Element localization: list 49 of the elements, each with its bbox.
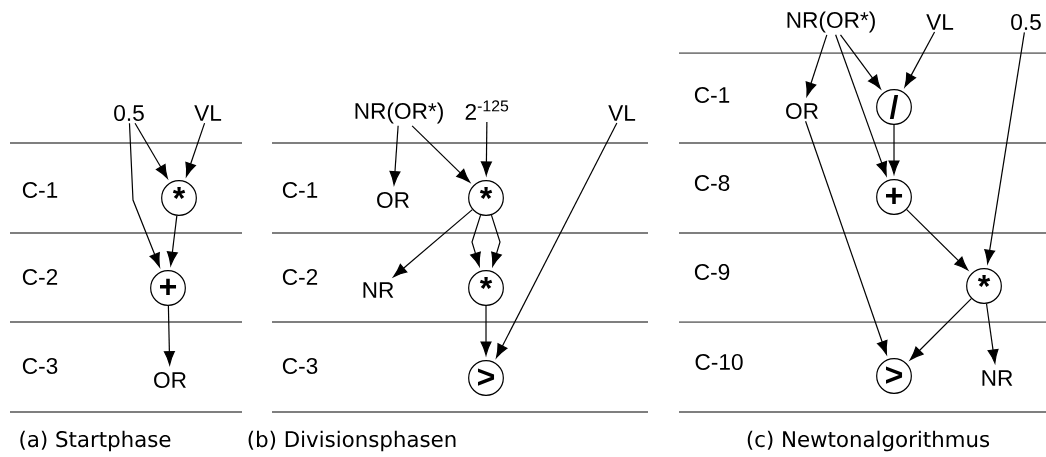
signal-label: VL	[194, 105, 222, 121]
arrow	[490, 214, 502, 267]
signal-label: VL	[608, 105, 636, 121]
lane-label: C-10	[695, 354, 743, 371]
lane-label: C-3	[22, 358, 58, 375]
signal-label: VL	[926, 14, 954, 30]
arrow	[835, 34, 888, 176]
lane-label: C-3	[282, 358, 318, 375]
arrow	[393, 209, 473, 278]
signal-label: OR	[786, 103, 818, 120]
caption: (a) Startphase	[20, 430, 171, 452]
arrow	[985, 303, 999, 364]
lane-label: C-1	[22, 182, 58, 199]
lane-label: C-8	[694, 175, 730, 192]
arrow	[805, 120, 888, 355]
arrow	[904, 31, 936, 88]
signal-label: 2$^{-125}$	[465, 100, 509, 120]
arrow	[166, 215, 178, 266]
arrow	[470, 214, 482, 267]
arrow	[480, 305, 492, 356]
arrow	[909, 298, 972, 361]
arrow	[128, 122, 161, 268]
caption: (b) Divisionsphasen	[248, 430, 456, 452]
arrow	[480, 121, 492, 176]
signal-label: NR	[982, 370, 1013, 386]
caption: (c) Newtonalgorithmus	[747, 430, 990, 452]
signal-label: OR	[154, 372, 186, 389]
lane-label: C-1	[282, 182, 318, 199]
lane-label: C-1	[694, 87, 730, 104]
arrow	[495, 122, 618, 359]
arrow	[805, 34, 828, 97]
lane-label: C-2	[282, 269, 318, 286]
signal-label: 0.5	[1011, 13, 1041, 31]
signal-label: NR	[363, 282, 394, 298]
arrow	[839, 34, 881, 90]
arrow	[163, 305, 175, 366]
arrow	[984, 31, 1025, 264]
arrow	[389, 125, 401, 186]
signal-label: NR(OR*)	[355, 102, 443, 124]
arrow	[411, 125, 471, 183]
arrow	[134, 122, 168, 179]
arrow	[906, 209, 969, 271]
signal-label: 0.5	[114, 105, 144, 122]
arrow	[888, 124, 900, 175]
arrow	[185, 122, 206, 177]
signal-label: NR(OR*)	[787, 11, 875, 33]
signal-label: OR	[377, 192, 409, 209]
lane-label: C-9	[694, 264, 730, 281]
lane-label: C-2	[22, 269, 58, 286]
